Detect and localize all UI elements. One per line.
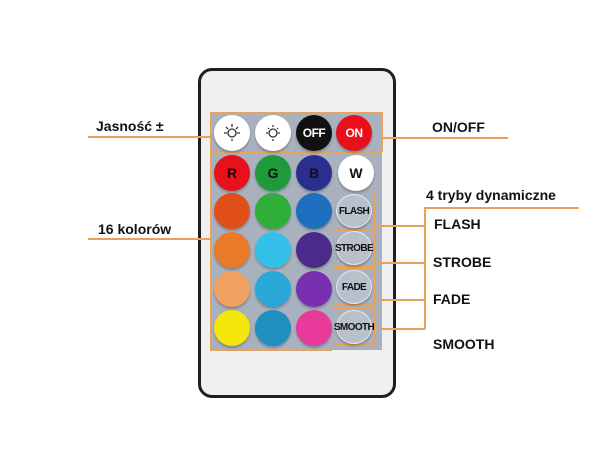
dynamic-top-line — [424, 207, 579, 209]
frame-white — [333, 152, 382, 192]
fade-line — [375, 299, 425, 301]
color-button[interactable] — [296, 271, 332, 307]
strobe-button[interactable]: STROBE — [335, 231, 374, 265]
brightness-up-button[interactable] — [214, 115, 250, 151]
dynamic-vertical-line — [424, 207, 426, 329]
red-button[interactable]: R — [214, 155, 250, 191]
green-button[interactable]: G — [255, 155, 291, 191]
flash-line — [375, 225, 425, 227]
smooth-label: SMOOTH — [433, 336, 495, 352]
frame-fade — [333, 268, 375, 305]
colors16-label: 16 kolorów — [98, 221, 172, 237]
color-button[interactable] — [296, 310, 332, 346]
smooth-line — [375, 328, 425, 330]
frame-strobe — [333, 230, 375, 267]
on-button[interactable]: ON — [336, 115, 372, 151]
strobe-label: STROBE — [433, 254, 492, 270]
blue-button[interactable]: B — [296, 155, 332, 191]
flash-button[interactable]: FLASH — [336, 194, 372, 228]
color-button[interactable] — [296, 232, 332, 268]
fade-label: FADE — [433, 291, 471, 307]
flash-label: FLASH — [434, 216, 481, 232]
white-button[interactable]: W — [338, 155, 374, 191]
frame-brightness — [210, 112, 294, 152]
brightness-down-button[interactable] — [255, 115, 291, 151]
onoff-line — [383, 137, 508, 139]
onoff-label: ON/OFF — [432, 119, 485, 135]
strobe-line — [375, 262, 425, 264]
color-button[interactable] — [255, 271, 291, 307]
brightness-up-icon — [221, 121, 243, 146]
color-button[interactable] — [255, 310, 291, 346]
colors-line — [88, 238, 210, 240]
color-button[interactable] — [214, 232, 250, 268]
dynamic-label: 4 tryby dynamiczne — [426, 187, 556, 203]
brightness-down-icon — [262, 121, 284, 146]
color-button[interactable] — [214, 193, 250, 229]
frame-flash — [333, 193, 375, 230]
frame-smooth — [333, 308, 375, 345]
color-button[interactable] — [255, 193, 291, 229]
color-button[interactable] — [214, 271, 250, 307]
color-button[interactable] — [214, 310, 250, 346]
color-button[interactable] — [255, 232, 291, 268]
brightness-line — [88, 136, 210, 138]
smooth-button[interactable]: SMOOTH — [334, 310, 375, 344]
off-button[interactable]: OFF — [296, 115, 332, 151]
frame-onoff — [295, 112, 383, 152]
color-button[interactable] — [296, 193, 332, 229]
brightness-label: Jasność ± — [96, 118, 164, 134]
fade-button[interactable]: FADE — [336, 270, 372, 304]
